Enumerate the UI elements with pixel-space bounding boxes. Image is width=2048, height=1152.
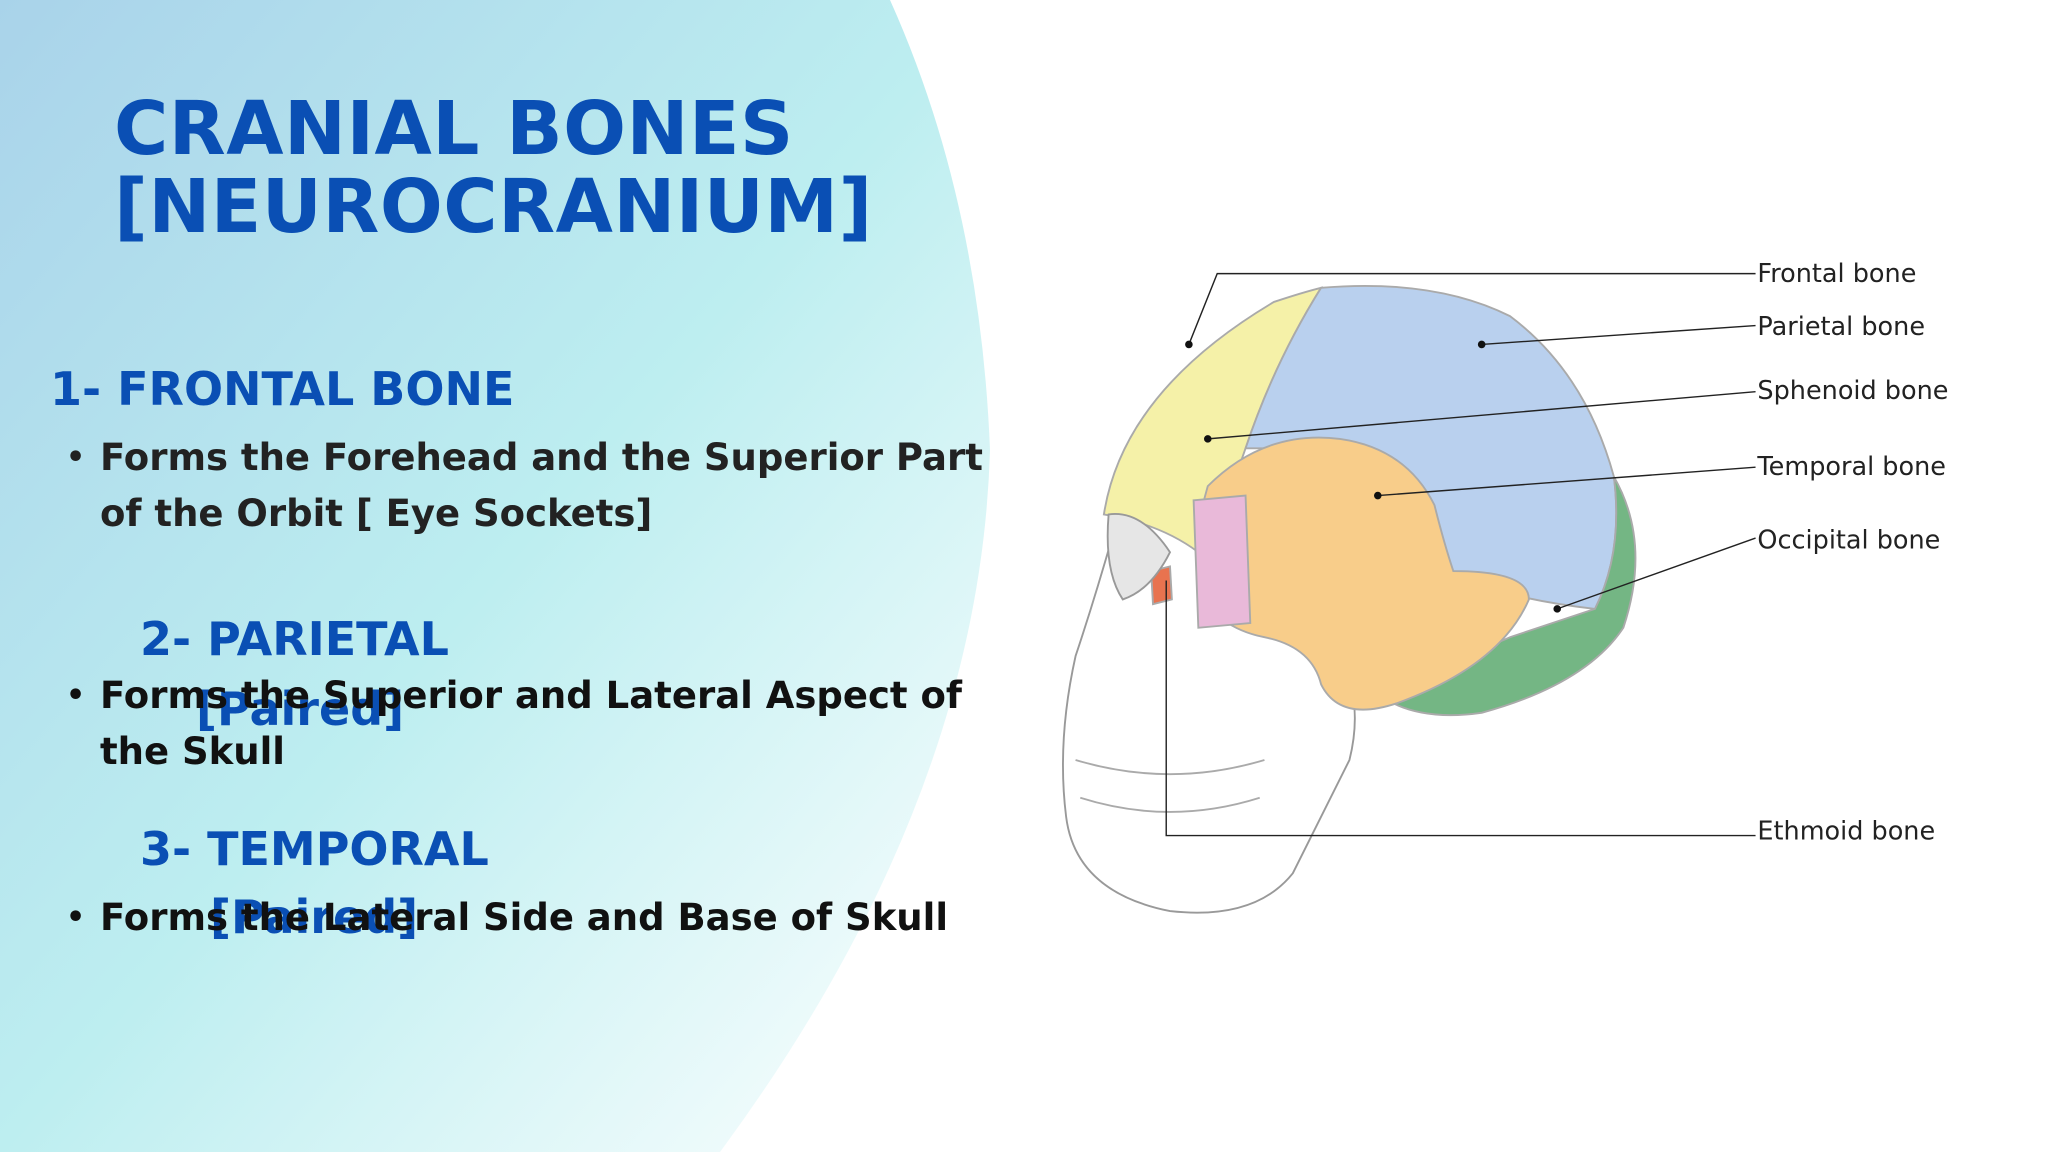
- label-frontal-bone: Frontal bone: [1757, 259, 1916, 289]
- temporal-description: Forms the Lateral Side and Base of Skull: [66, 890, 1020, 946]
- label-ethmoid-bone: Ethmoid bone: [1757, 816, 1935, 846]
- label-temporal-bone: Temporal bone: [1756, 452, 1946, 482]
- sphenoid-bone: [1192, 494, 1252, 629]
- eye-orbit: [1106, 513, 1172, 601]
- parietal-description: Forms the Superior and Lateral Aspect of…: [66, 668, 1020, 780]
- parietal-bone: [1244, 284, 1618, 610]
- skull-diagram: Frontal bone Parietal bone Sphenoid bone…: [1062, 259, 1948, 914]
- label-sphenoid-bone: Sphenoid bone: [1757, 376, 1948, 406]
- title-line-2: [NEUROCRANIUM]: [114, 164, 873, 250]
- teeth-lower: [1079, 796, 1261, 813]
- frontal-heading: 1- FRONTAL BONE: [50, 362, 515, 416]
- label-parietal-bone: Parietal bone: [1757, 312, 1925, 342]
- leader-lines: [1165, 272, 1756, 837]
- temporal-heading: 3- TEMPORAL: [140, 822, 489, 876]
- page-title: CRANIAL BONES [NEUROCRANIUM]: [114, 90, 873, 246]
- frontal-description: Forms the Forehead and the Superior Part…: [66, 430, 1020, 542]
- leader-dots: [1185, 340, 1561, 613]
- teeth: [1075, 759, 1265, 776]
- parietal-heading: 2- PARIETAL: [140, 612, 449, 666]
- label-occipital-bone: Occipital bone: [1757, 525, 1940, 555]
- title-line-1: CRANIAL BONES: [114, 86, 794, 172]
